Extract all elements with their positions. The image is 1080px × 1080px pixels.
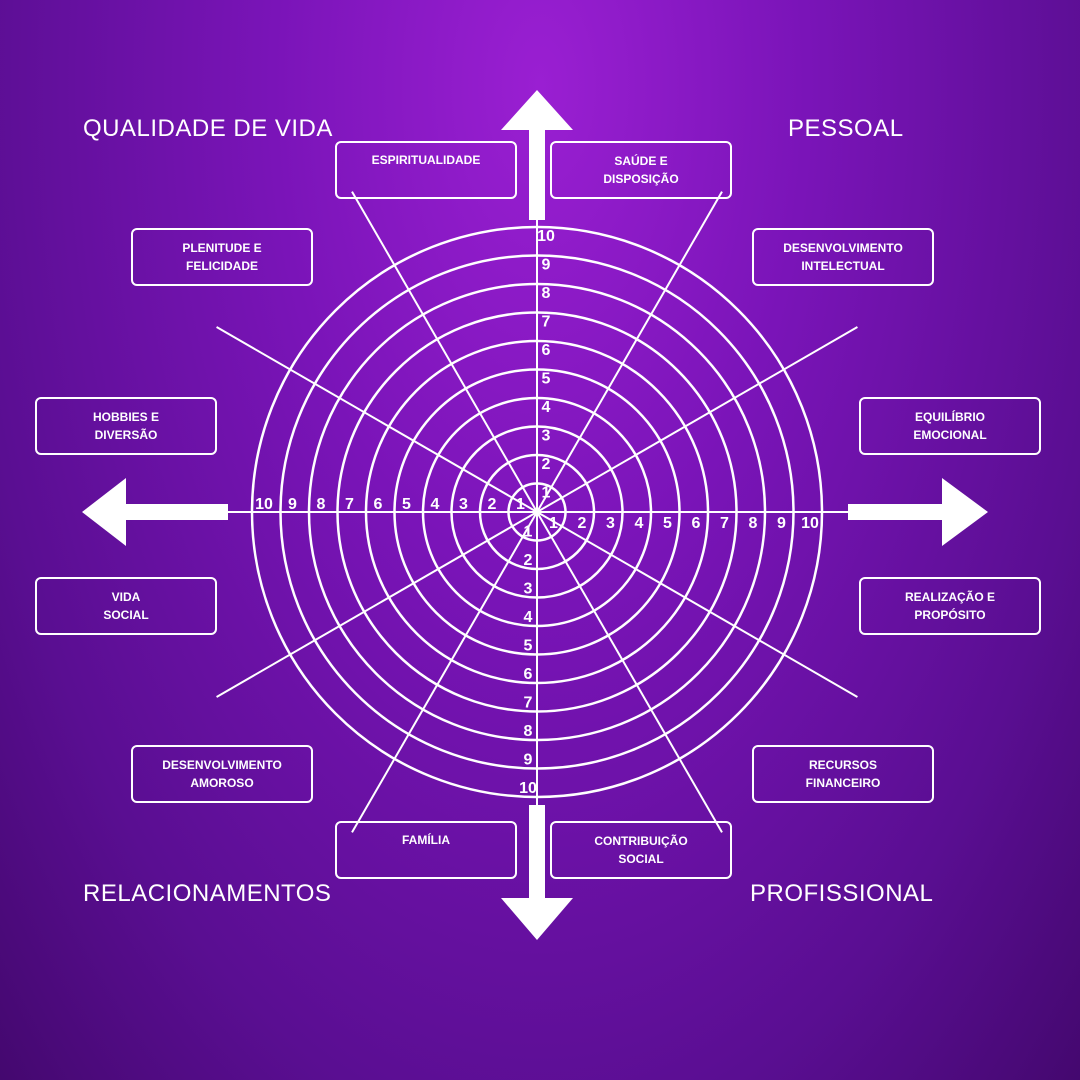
scale-label-down-2: 2 — [524, 552, 533, 569]
scale-label-up-2: 2 — [542, 456, 551, 473]
area-box-recursos: RECURSOS FINANCEIRO — [752, 745, 934, 803]
scale-label-down-10: 10 — [519, 780, 537, 797]
area-box-vida-social: VIDA SOCIAL — [35, 577, 217, 635]
scale-label-left-2: 2 — [488, 496, 497, 513]
area-box-familia: FAMÍLIA — [335, 821, 517, 879]
area-box-equilibrio: EQUILÍBRIO EMOCIONAL — [859, 397, 1041, 455]
arrow-right-head — [942, 478, 988, 546]
scale-label-down-3: 3 — [524, 581, 533, 598]
ring-8 — [307, 282, 767, 742]
area-label-contribuicao: CONTRIBUIÇÃO SOCIAL — [594, 834, 688, 866]
area-label-plenitude: PLENITUDE E FELICIDADE — [182, 241, 262, 273]
area-box-realizacao: REALIZAÇÃO E PROPÓSITO — [859, 577, 1041, 635]
scale-label-down-7: 7 — [524, 695, 533, 712]
scale-label-down-8: 8 — [524, 723, 533, 740]
scale-label-left-3: 3 — [459, 496, 468, 513]
scale-label-down-5: 5 — [524, 638, 533, 655]
area-label-hobbies: HOBBIES E DIVERSÃO — [92, 410, 159, 442]
ring-5 — [393, 368, 681, 656]
area-box-espiritualidade: ESPIRITUALIDADE — [335, 141, 517, 199]
spoke-line — [216, 326, 858, 698]
ring-7 — [336, 311, 738, 713]
scale-label-right-10: 10 — [801, 515, 819, 532]
scale-label-right-8: 8 — [749, 515, 758, 532]
scale-label-down-6: 6 — [524, 666, 533, 683]
scale-label-left-7: 7 — [345, 496, 354, 513]
scale-label-down-4: 4 — [524, 609, 533, 626]
quadrant-title-pessoal: PESSOAL — [788, 115, 904, 142]
scale-label-up-1: 1 — [542, 485, 551, 502]
scale-label-right-2: 2 — [578, 515, 587, 532]
scale-label-up-4: 4 — [542, 399, 551, 416]
arrow-left-head — [82, 478, 126, 546]
scale-label-up-7: 7 — [542, 314, 551, 331]
area-box-desenvolvimento-intelectual: DESENVOLVIMENTO INTELECTUAL — [752, 228, 934, 286]
scale-label-right-5: 5 — [663, 515, 672, 532]
ring-3 — [450, 425, 624, 599]
area-label-recursos: RECURSOS FINANCEIRO — [805, 758, 881, 790]
ring-4 — [421, 396, 653, 628]
quadrant-title-relacionamentos: RELACIONAMENTOS — [83, 880, 332, 907]
area-label-desenvolvimento-amoroso: DESENVOLVIMENTO AMOROSO — [162, 758, 282, 790]
scale-label-up-10: 10 — [537, 228, 555, 245]
area-box-desenvolvimento-amoroso: DESENVOLVIMENTO AMOROSO — [131, 745, 313, 803]
area-box-plenitude: PLENITUDE E FELICIDADE — [131, 228, 313, 286]
area-label-familia: FAMÍLIA — [402, 833, 450, 847]
area-label-equilibrio: EQUILÍBRIO EMOCIONAL — [913, 410, 987, 442]
scale-label-right-7: 7 — [720, 515, 729, 532]
scale-label-left-8: 8 — [317, 496, 326, 513]
ring-10 — [250, 225, 824, 799]
scale-label-right-6: 6 — [692, 515, 701, 532]
area-label-vida-social: VIDA SOCIAL — [103, 590, 149, 622]
scale-label-up-3: 3 — [542, 428, 551, 445]
scale-label-left-1: 1 — [516, 496, 525, 513]
area-label-espiritualidade: ESPIRITUALIDADE — [371, 153, 481, 167]
area-box-contribuicao: CONTRIBUIÇÃO SOCIAL — [550, 821, 732, 879]
scale-label-up-6: 6 — [542, 342, 551, 359]
ring-6 — [364, 339, 710, 685]
quadrant-title-profissional: PROFISSIONAL — [750, 880, 934, 907]
area-box-hobbies: HOBBIES E DIVERSÃO — [35, 397, 217, 455]
ring-1 — [507, 482, 567, 542]
area-label-saude: SAÚDE E DISPOSIÇÃO — [603, 154, 679, 186]
scale-label-left-9: 9 — [288, 496, 297, 513]
scale-label-left-5: 5 — [402, 496, 411, 513]
scale-label-up-8: 8 — [542, 285, 551, 302]
arrow-up-head — [501, 90, 573, 130]
scale-label-right-3: 3 — [606, 515, 615, 532]
scale-label-left-6: 6 — [374, 496, 383, 513]
area-label-realizacao: REALIZAÇÃO E PROPÓSITO — [905, 590, 995, 622]
scale-label-down-9: 9 — [524, 752, 533, 769]
scale-label-right-9: 9 — [777, 515, 786, 532]
quadrant-title-qualidade-de-vida: QUALIDADE DE VIDA — [83, 115, 333, 142]
scale-label-up-9: 9 — [542, 257, 551, 274]
scale-label-up-5: 5 — [542, 371, 551, 388]
scale-label-right-1: 1 — [549, 515, 558, 532]
scale-label-left-10: 10 — [255, 496, 273, 513]
scale-label-down-1: 1 — [524, 524, 533, 541]
ring-9 — [279, 254, 795, 770]
ring-2 — [478, 453, 596, 571]
arrow-down-head — [501, 898, 573, 940]
scale-label-right-4: 4 — [635, 515, 644, 532]
area-label-desenvolvimento-intelectual: DESENVOLVIMENTO INTELECTUAL — [783, 241, 903, 273]
scale-label-left-4: 4 — [431, 496, 440, 513]
area-box-saude: SAÚDE E DISPOSIÇÃO — [550, 141, 732, 199]
